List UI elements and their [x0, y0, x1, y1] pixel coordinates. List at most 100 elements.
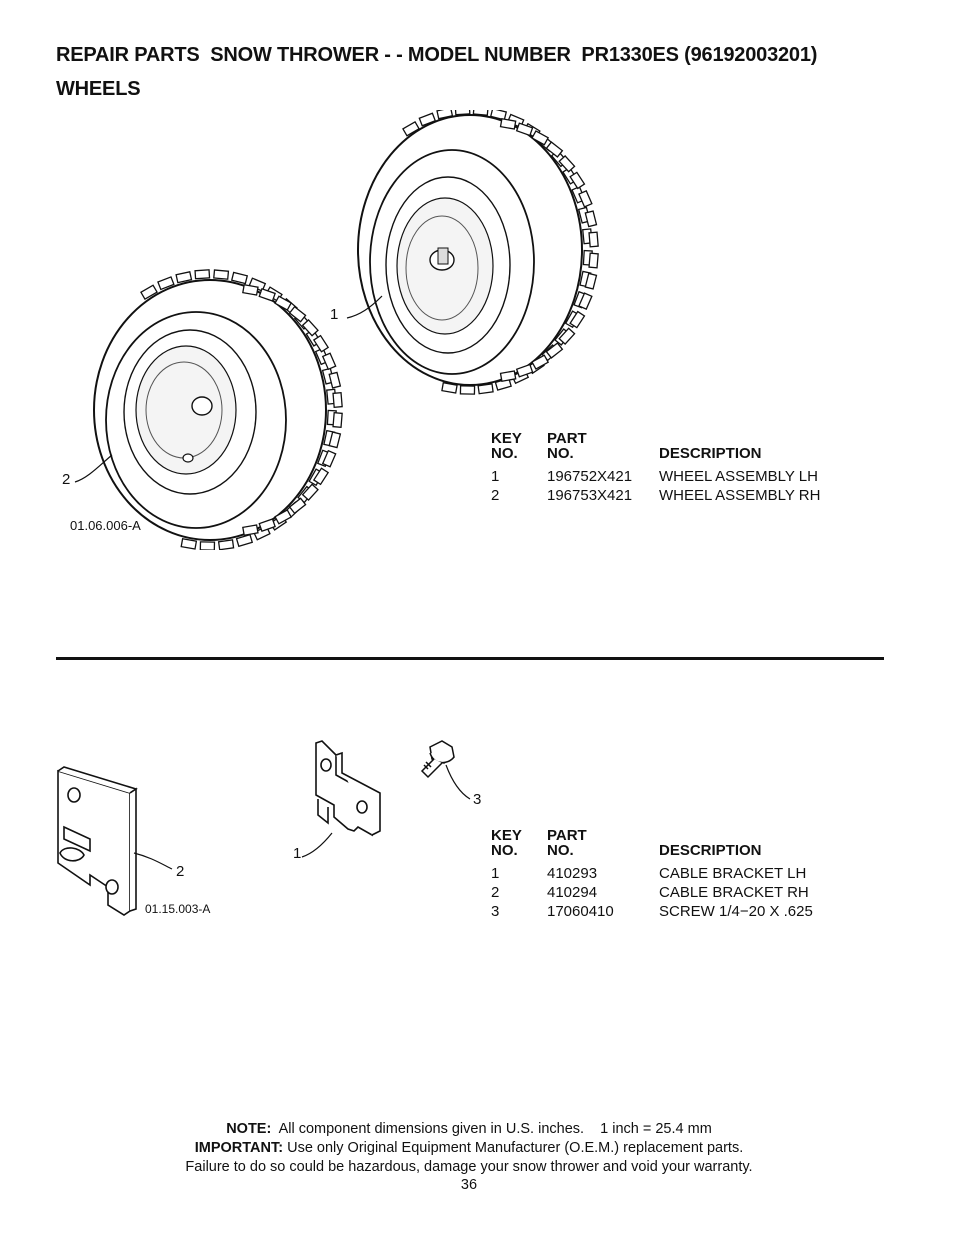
row-desc: WHEEL ASSEMBLY LH: [659, 468, 818, 485]
tread-block: [454, 110, 471, 116]
tread-block: [499, 370, 517, 383]
tread-block: [328, 371, 342, 389]
tread-block: [321, 352, 337, 371]
tread-block: [332, 391, 343, 409]
callout-wheel-2: 2: [62, 471, 71, 488]
tread-block: [321, 449, 337, 468]
tread-block: [235, 533, 254, 548]
tread-block: [569, 171, 586, 190]
part-header-1: PART: [547, 430, 587, 447]
tread-block: [242, 524, 259, 537]
note-line: NOTE: All component dimensions given in …: [0, 1120, 938, 1139]
important-line: IMPORTANT: Use only Original Equipment M…: [0, 1139, 938, 1158]
table-row: 1 196752X421 WHEEL ASSEMBLY LH: [491, 467, 851, 486]
important-label: IMPORTANT:: [194, 1140, 284, 1156]
tread-block: [288, 305, 307, 323]
tread-block: [217, 539, 235, 550]
row-key: 1: [491, 865, 500, 882]
wheels-figure-code: 01.06.006-A: [70, 518, 141, 533]
table-row: 1 410293 CABLE BRACKET LH: [491, 864, 851, 883]
row-part: 196753X421: [547, 487, 633, 504]
tread-block: [402, 120, 420, 137]
row-key: 3: [491, 903, 500, 920]
table-row: 2 410294 CABLE BRACKET RH: [491, 883, 851, 902]
tread-block: [274, 509, 293, 525]
title-line-1: REPAIR PARTS SNOW THROWER - - MODEL NUMB…: [56, 44, 818, 66]
part-header-2: NO.: [547, 842, 574, 859]
tread-block: [588, 231, 599, 248]
tread-block: [515, 122, 534, 137]
tread-block: [515, 363, 534, 378]
table-header: KEY NO. PART NO. DESCRIPTION: [491, 429, 851, 467]
tread-block: [558, 155, 576, 173]
tread-block: [199, 541, 216, 550]
tread-block: [258, 287, 276, 302]
tread-block: [558, 327, 576, 345]
tread-block: [578, 190, 593, 208]
tread-block: [332, 411, 343, 429]
table-header: KEY NO. PART NO. DESCRIPTION: [491, 826, 851, 864]
brackets-illustration: [57, 740, 471, 916]
tread-block: [499, 117, 517, 130]
tread-block: [545, 342, 564, 359]
page-title: REPAIR PARTS SNOW THROWER - - MODEL NUMB…: [56, 38, 817, 106]
tread-block: [288, 497, 307, 515]
note-label: NOTE:: [226, 1121, 272, 1137]
tread-block: [242, 283, 259, 296]
footer-notes: NOTE: All component dimensions given in …: [0, 1120, 938, 1177]
tread-block: [531, 354, 550, 370]
tread-block: [175, 271, 193, 284]
tread-block: [230, 271, 249, 285]
tread-block: [441, 381, 458, 394]
important-text: Use only Original Equipment Manufacturer…: [287, 1140, 744, 1156]
key-header-2: NO.: [491, 445, 518, 462]
title-line-2: WHEELS: [56, 78, 141, 100]
tread-block: [312, 334, 330, 353]
tread-block: [584, 210, 598, 228]
tread-block: [328, 431, 342, 449]
table-row: 3 17060410 SCREW 1/4−20 X .625: [491, 902, 851, 921]
row-desc: CABLE BRACKET LH: [659, 865, 807, 882]
tread-block: [459, 385, 476, 395]
row-desc: WHEEL ASSEMBLY RH: [659, 487, 821, 504]
tread-block: [489, 110, 508, 121]
brackets-parts-table: KEY NO. PART NO. DESCRIPTION 1 410293 CA…: [491, 826, 851, 921]
row-key: 2: [491, 487, 500, 504]
tread-block: [301, 319, 319, 337]
desc-header: DESCRIPTION: [659, 842, 762, 859]
callout-wheel-1: 1: [330, 306, 339, 323]
screw-drawing: [420, 740, 455, 779]
row-key: 1: [491, 468, 500, 485]
row-part: 410294: [547, 884, 598, 901]
tread-block: [301, 483, 319, 501]
wheels-parts-table: KEY NO. PART NO. DESCRIPTION 1 196752X42…: [491, 429, 851, 505]
cable-bracket-rh-drawing: [57, 766, 138, 916]
row-part: 196752X421: [547, 468, 633, 485]
part-header-2: NO.: [547, 445, 574, 462]
row-desc: SCREW 1/4−20 X .625: [659, 903, 813, 920]
tread-block: [274, 295, 293, 311]
row-part: 17060410: [547, 903, 614, 920]
note-text: All component dimensions given in U.S. i…: [278, 1121, 712, 1137]
tread-block: [194, 269, 211, 280]
tread-block: [477, 383, 494, 395]
key-header-2: NO.: [491, 842, 518, 859]
part-header-1: PART: [547, 827, 587, 844]
table-row: 2 196753X421 WHEEL ASSEMBLY RH: [491, 486, 851, 505]
tread-block: [588, 252, 599, 269]
wheels-illustration: [74, 110, 599, 550]
key-header-1: KEY: [491, 827, 522, 844]
row-desc: CABLE BRACKET RH: [659, 884, 809, 901]
tread-block: [569, 310, 586, 329]
callout-bracket-1: 1: [293, 845, 302, 862]
tread-block: [213, 269, 230, 280]
tread-block: [531, 130, 550, 146]
brackets-figure-code: 01.15.003-A: [145, 902, 211, 916]
callout-bracket-2: 2: [176, 863, 185, 880]
wheel-lh-drawing: [357, 114, 583, 386]
tread-block: [436, 110, 454, 120]
tread-block: [418, 112, 437, 127]
row-key: 2: [491, 884, 500, 901]
tread-block: [472, 110, 489, 116]
row-part: 410293: [547, 865, 598, 882]
